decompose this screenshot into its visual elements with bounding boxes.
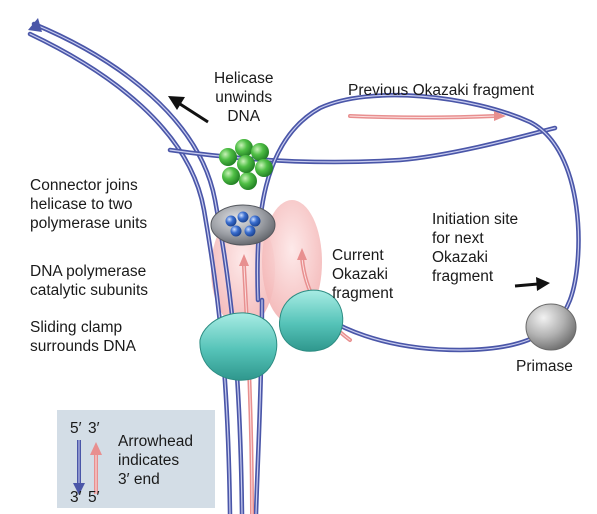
polymerase-label: DNA polymerase catalytic subunits (30, 263, 149, 299)
primase (525, 303, 577, 351)
clamp-right (279, 289, 344, 352)
helicase-label: Helicase unwinds DNA (214, 70, 274, 125)
leading-strand-template (27, 18, 245, 514)
black-arrows (168, 96, 550, 291)
legend-caption: Arrowhead indicates 3′ end (118, 433, 193, 488)
connector-label: Connector joins helicase to two polymera… (30, 177, 148, 232)
legend-bottom-right: 5′ (88, 489, 100, 506)
helicase (219, 139, 273, 190)
current-fragment-label: Current Okazaki fragment (332, 247, 394, 302)
clamp-label: Sliding clamp surrounds DNA (30, 319, 136, 355)
legend-bottom-left: 3′ (70, 489, 82, 506)
initiation-site-label: Initiation site for next Okazaki fragmen… (432, 211, 519, 285)
legend-top-right: 3′ (88, 420, 100, 437)
legend-top-left: 5′ (70, 420, 82, 437)
clamp-left (199, 312, 278, 381)
sliding-clamps (199, 289, 344, 381)
connector (210, 204, 276, 246)
primase-label: Primase (516, 358, 573, 375)
previous-fragment-label: Previous Okazaki fragment (348, 82, 535, 99)
